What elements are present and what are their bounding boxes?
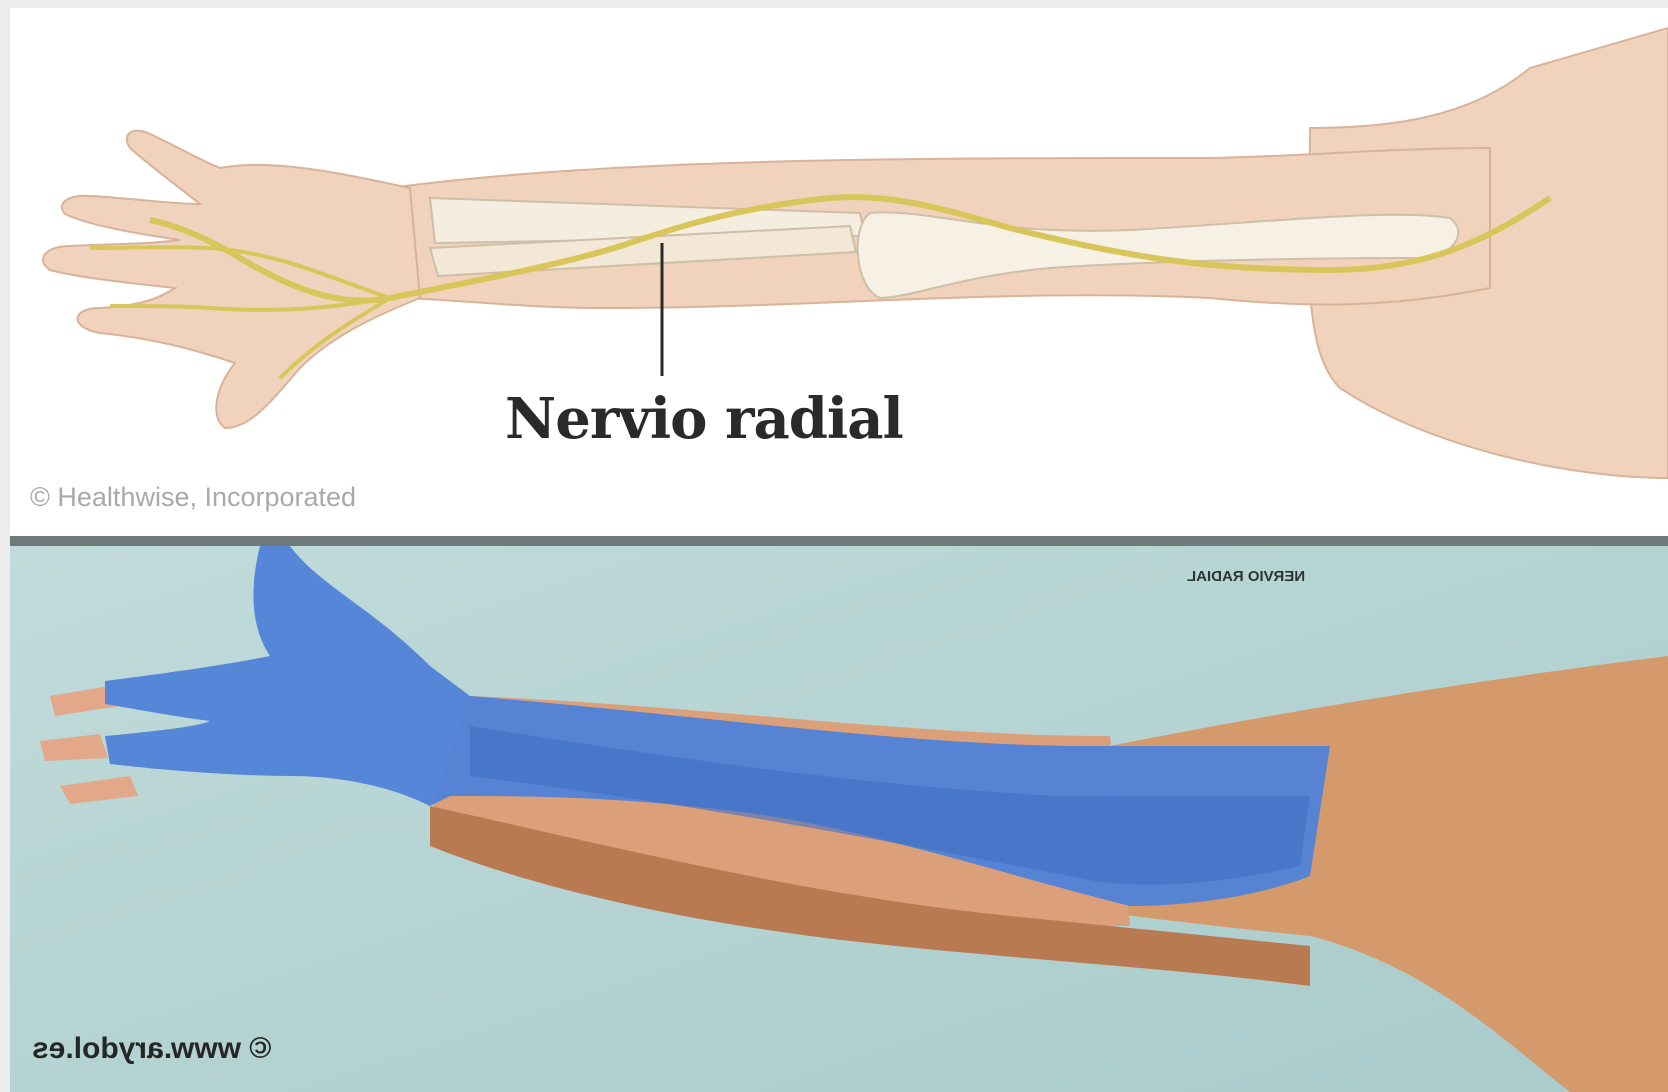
- arm-illustration: [10, 8, 1668, 536]
- hand-shape: [43, 131, 420, 428]
- mirrored-copyright-text: © www.arydol.es: [32, 1032, 271, 1066]
- taping-photo-panel: NERVIO RADIAL © www.arydol.es: [10, 546, 1668, 1092]
- illustration-copyright: © Healthwise, Incorporated: [30, 482, 356, 513]
- panel-divider: [10, 536, 1668, 546]
- taped-arm-photo: [10, 546, 1668, 1092]
- anatomy-illustration-panel: Nervio radial © Healthwise, Incorporated: [10, 8, 1668, 536]
- mirrored-header-text: NERVIO RADIAL: [1187, 568, 1305, 585]
- nerve-label: Nervio radial: [505, 386, 903, 452]
